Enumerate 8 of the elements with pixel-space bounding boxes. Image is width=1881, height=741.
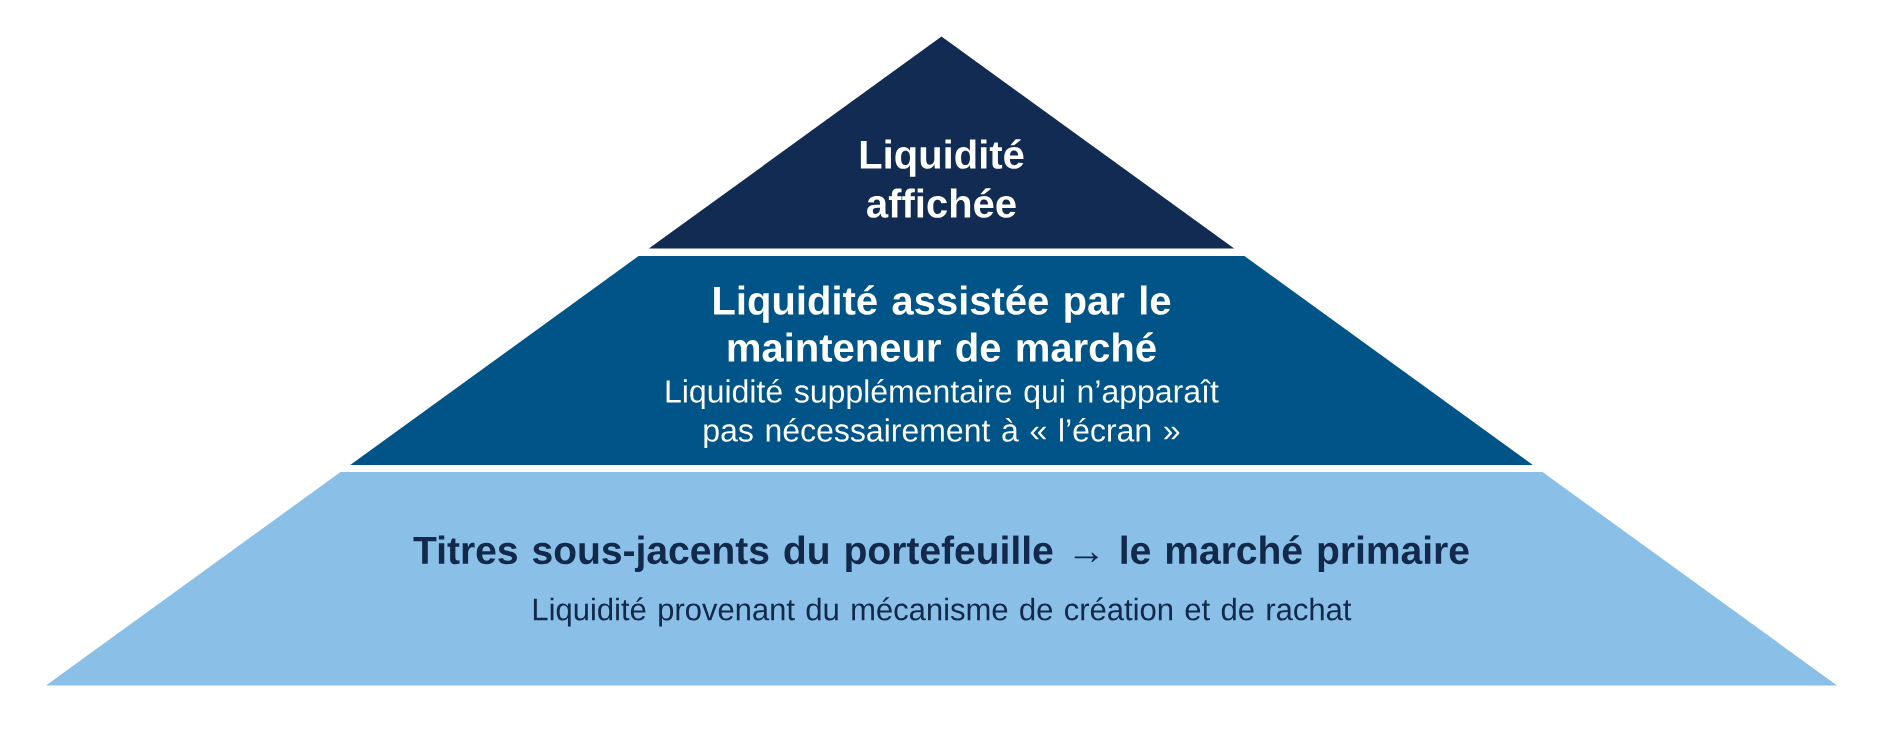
tier-heading: Liquidité affichée	[860, 139, 1024, 218]
pyramid-tier	[350, 256, 1533, 465]
tier-heading: Liquidité assistée par le mainteneur de marché	[714, 285, 1171, 362]
pyramid-tier	[45, 472, 1838, 686]
tier-description: Liquidité supplémentaire qui n’apparaît pas nécessairement à « l’écran »	[666, 378, 1219, 449]
pyramid-tier	[648, 36, 1235, 249]
tier-heading: Titres sous-jacents du portefeuille → le marché primaire	[413, 535, 1469, 572]
tier-description: Liquidité provenant du mécanisme de création et de rachat	[533, 597, 1352, 627]
